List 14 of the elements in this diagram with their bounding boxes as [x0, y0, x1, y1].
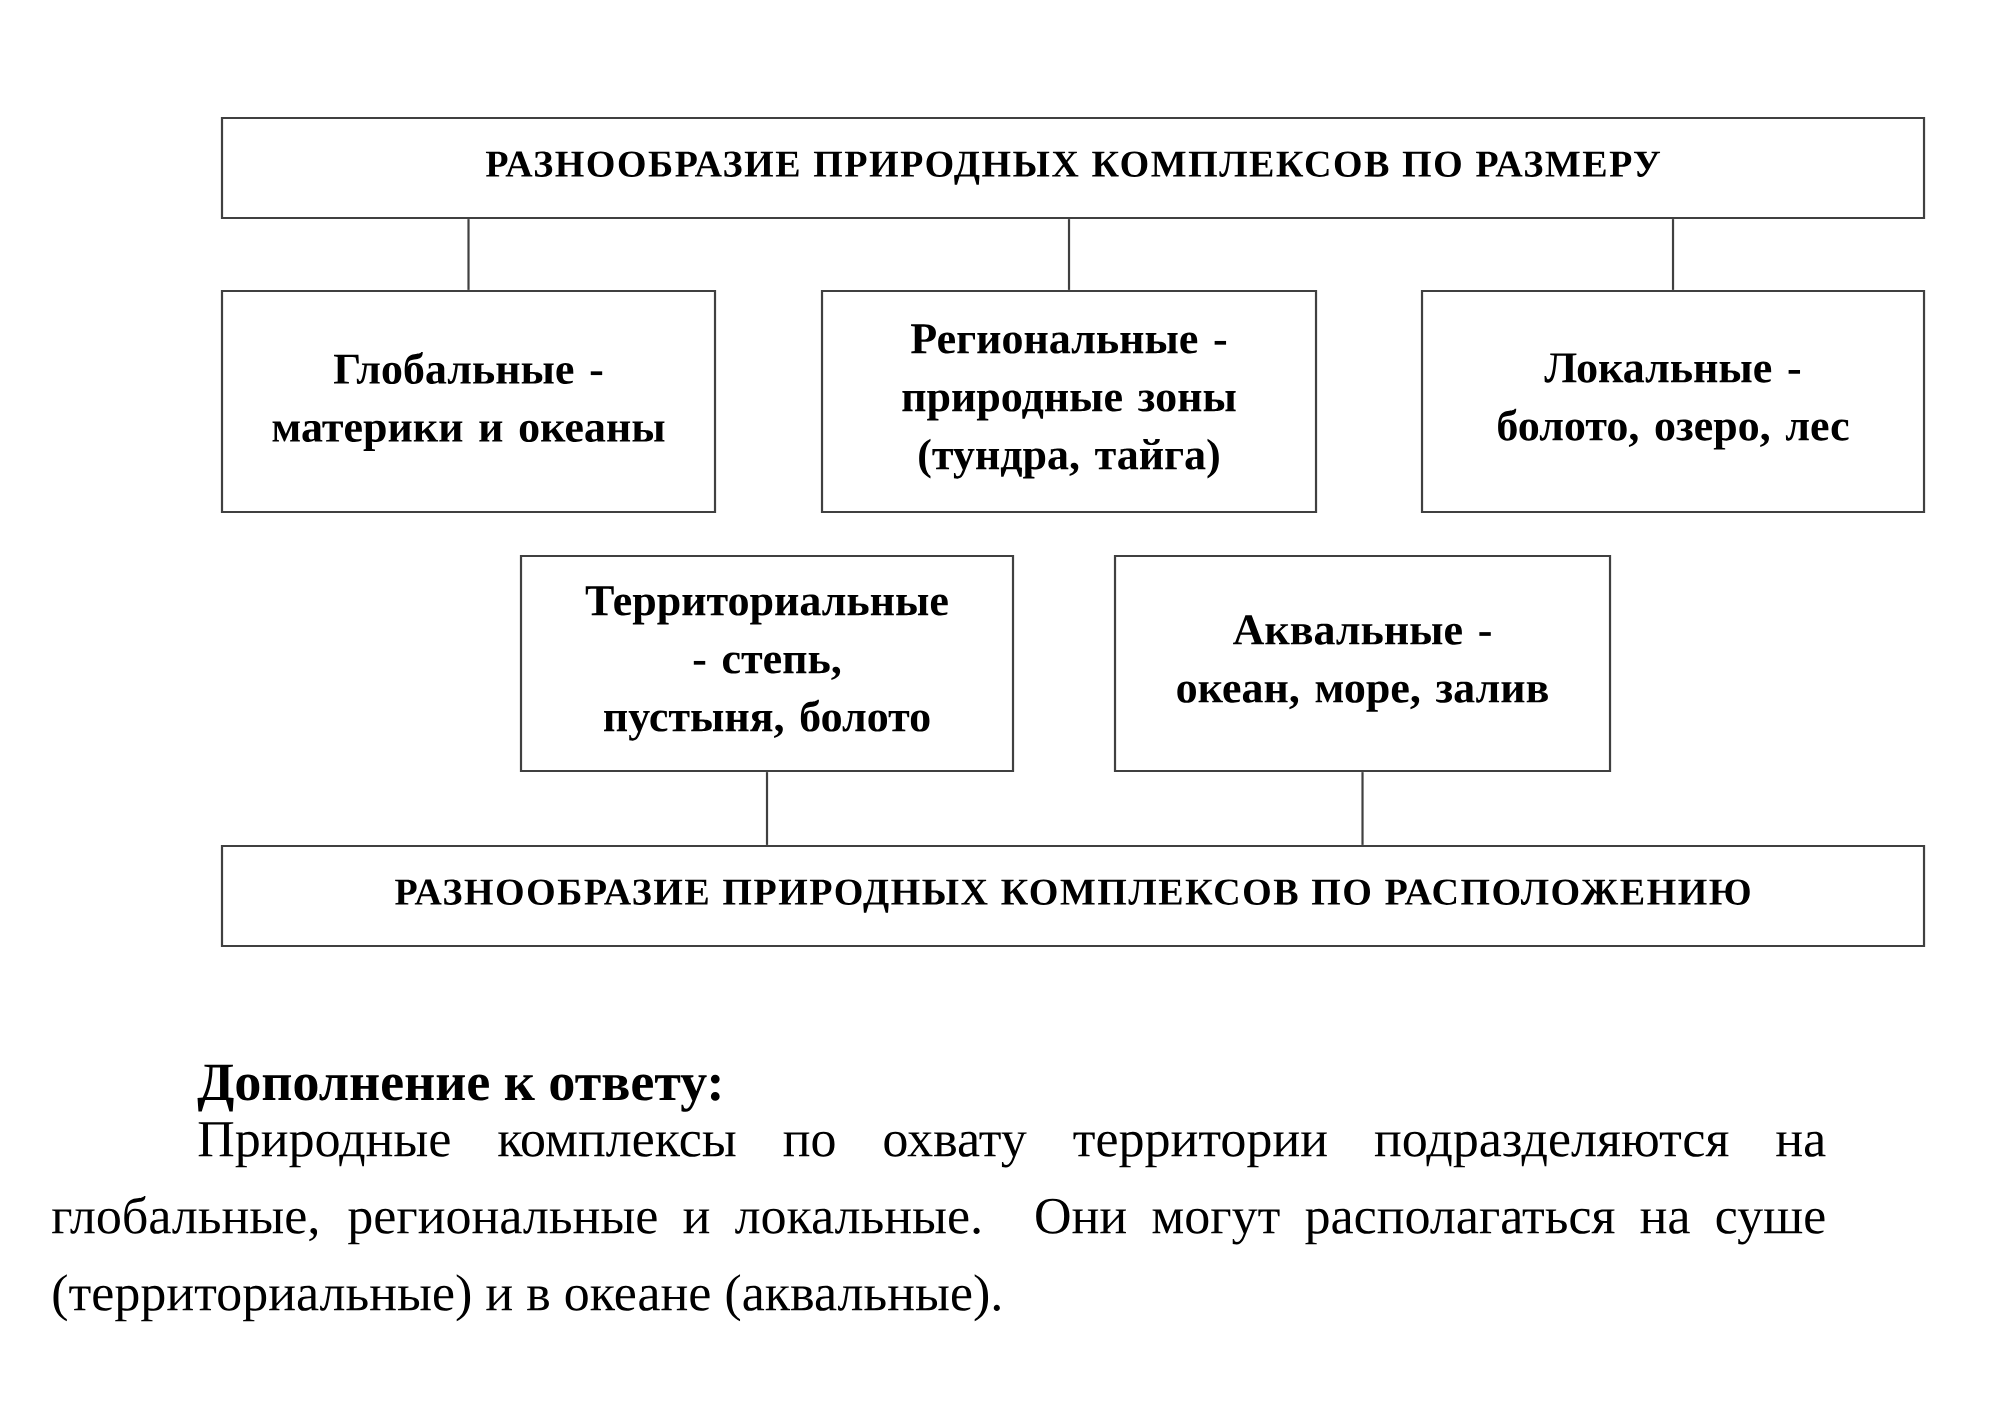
category-box: Аквальные - океан, море, залив [1113, 554, 1612, 773]
category-box: Региональные - природные зоны (тундра, тайга) [820, 289, 1318, 514]
category-box: Территориальные - степь, пустыня, болото [519, 554, 1015, 773]
connector-line [1671, 219, 1675, 290]
heading: Дополнение к ответу: [197, 1064, 720, 1112]
connector-line [1361, 772, 1364, 845]
paragraph: Природные комплексы по охвату территории подразделяются на глобальные, региональные и локальные. Они могут располагаться на суше (территориальные) и в океане (аквальные). [52, 1122, 1826, 1322]
connector-line [467, 219, 470, 290]
title-box: РАЗНООБРАЗИЕ ПРИРОДНЫХ КОМПЛЕКСОВ ПО РАСПОЛОЖЕНИЮ [220, 844, 1926, 948]
category-box: Глобальные - материки и океаны [220, 289, 717, 514]
connector-line [765, 772, 769, 845]
connector-line [1067, 219, 1071, 290]
category-box: Локальные - болото, озеро, лес [1420, 289, 1926, 514]
title-box: РАЗНООБРАЗИЕ ПРИРОДНЫХ КОМПЛЕКСОВ ПО РАЗМЕРУ [220, 116, 1926, 220]
